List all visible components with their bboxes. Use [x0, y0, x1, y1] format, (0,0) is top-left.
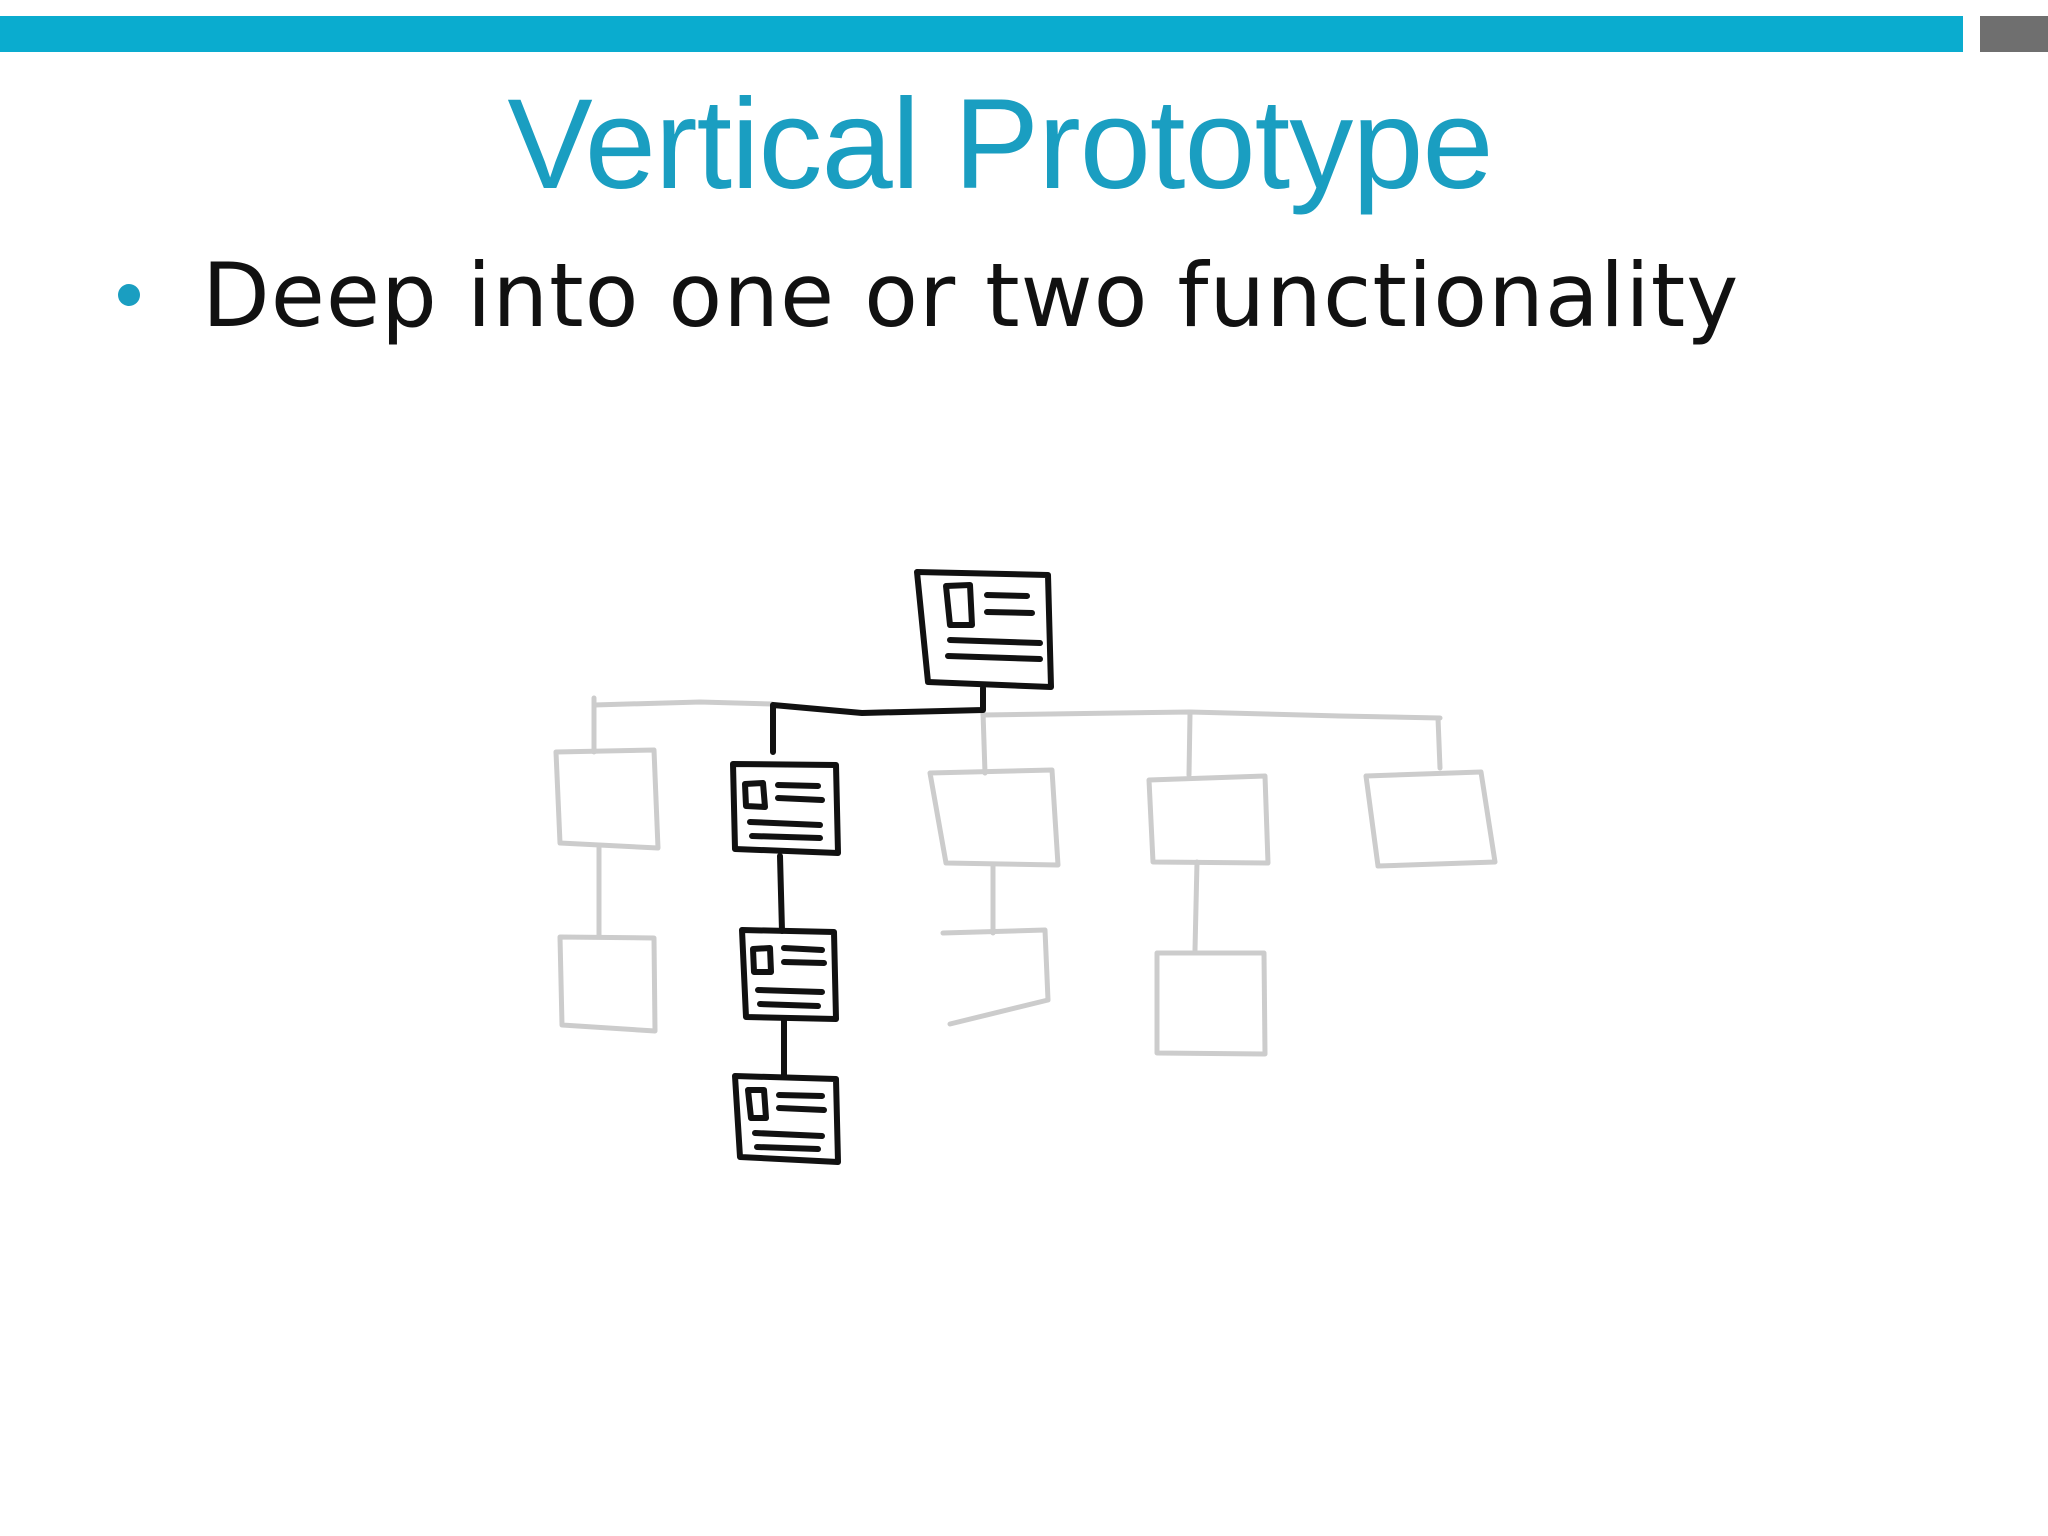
level-4-screen-node — [732, 1073, 841, 1165]
bullet-item: Deep into one or two functionality — [118, 240, 1739, 350]
gray-drop-5 — [1435, 715, 1443, 771]
gray-node-c4-r1 — [1146, 773, 1271, 866]
level-2-screen-node — [730, 761, 841, 856]
black-connector-root — [770, 685, 986, 755]
gray-drop-3 — [980, 709, 988, 776]
root-screen-node — [914, 569, 1054, 690]
gray-horizontal-connector — [591, 699, 1443, 721]
corner-block — [1980, 16, 2048, 52]
gray-drop-4 — [1186, 711, 1193, 778]
gray-node-c3-r1 — [927, 767, 1061, 868]
active-path — [730, 569, 1054, 1165]
gray-node-c4-r2 — [1154, 950, 1268, 1057]
black-connector-l2 — [777, 853, 785, 934]
inactive-branches — [553, 695, 1498, 1057]
gray-node-c3-r2 — [940, 927, 1051, 1027]
gray-node-c5-r1 — [1363, 769, 1498, 869]
bullet-text: Deep into one or two functionality — [202, 243, 1740, 347]
gray-node-c1-r1 — [553, 747, 661, 851]
level-3-screen-node — [739, 927, 839, 1022]
bullet-dot-icon — [118, 284, 140, 306]
accent-bar — [0, 16, 1963, 52]
slide-title: Vertical Prototype — [507, 73, 1493, 216]
gray-node-c1-r2 — [557, 934, 658, 1034]
